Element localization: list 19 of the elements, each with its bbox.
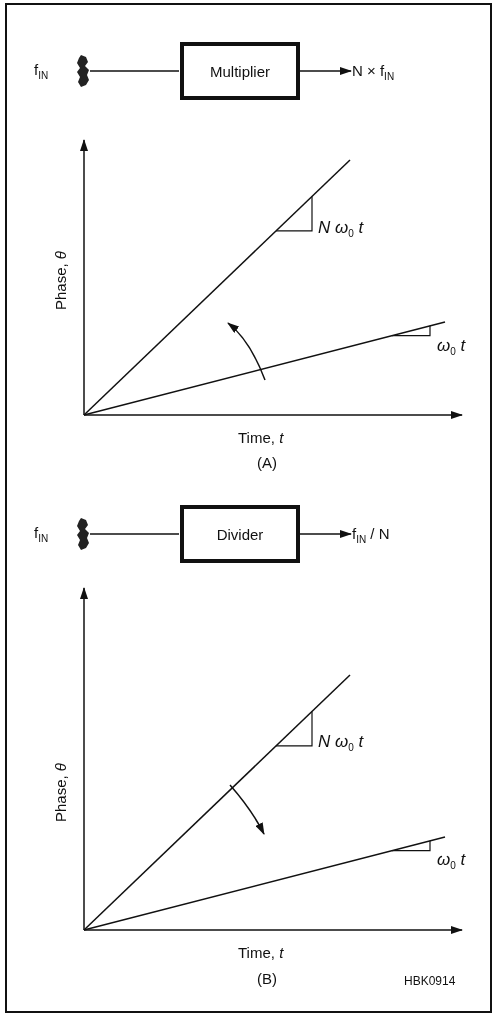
input-label: f$_{IN}$ [34,61,49,81]
axis-title: Phase, θ [51,762,69,822]
process-box: Multiplier [180,42,300,100]
axis-title: Time, t [238,944,284,961]
slope-label: ω$_{0}$ t [437,850,466,872]
slope-label: ω$_{0}$ t [437,336,466,358]
connector-arrow [299,67,352,75]
output-label: f$_{IN}$ / N [352,524,432,544]
panel-label: (A) [257,454,277,471]
panel-label: (B) [257,970,277,987]
slope-label: N ω$_{0}$ t [318,732,364,754]
slope-label: N ω$_{0}$ t [318,218,364,240]
connector-arrow [299,530,352,538]
axis-title: Phase, θ [51,250,69,310]
process-box: Divider [180,505,300,563]
figure-number: HBK0914 [404,974,456,988]
axis-title: Time, t [238,429,284,446]
input-label: f$_{IN}$ [34,524,49,544]
output-label: N × f$_{IN}$ [352,61,432,81]
